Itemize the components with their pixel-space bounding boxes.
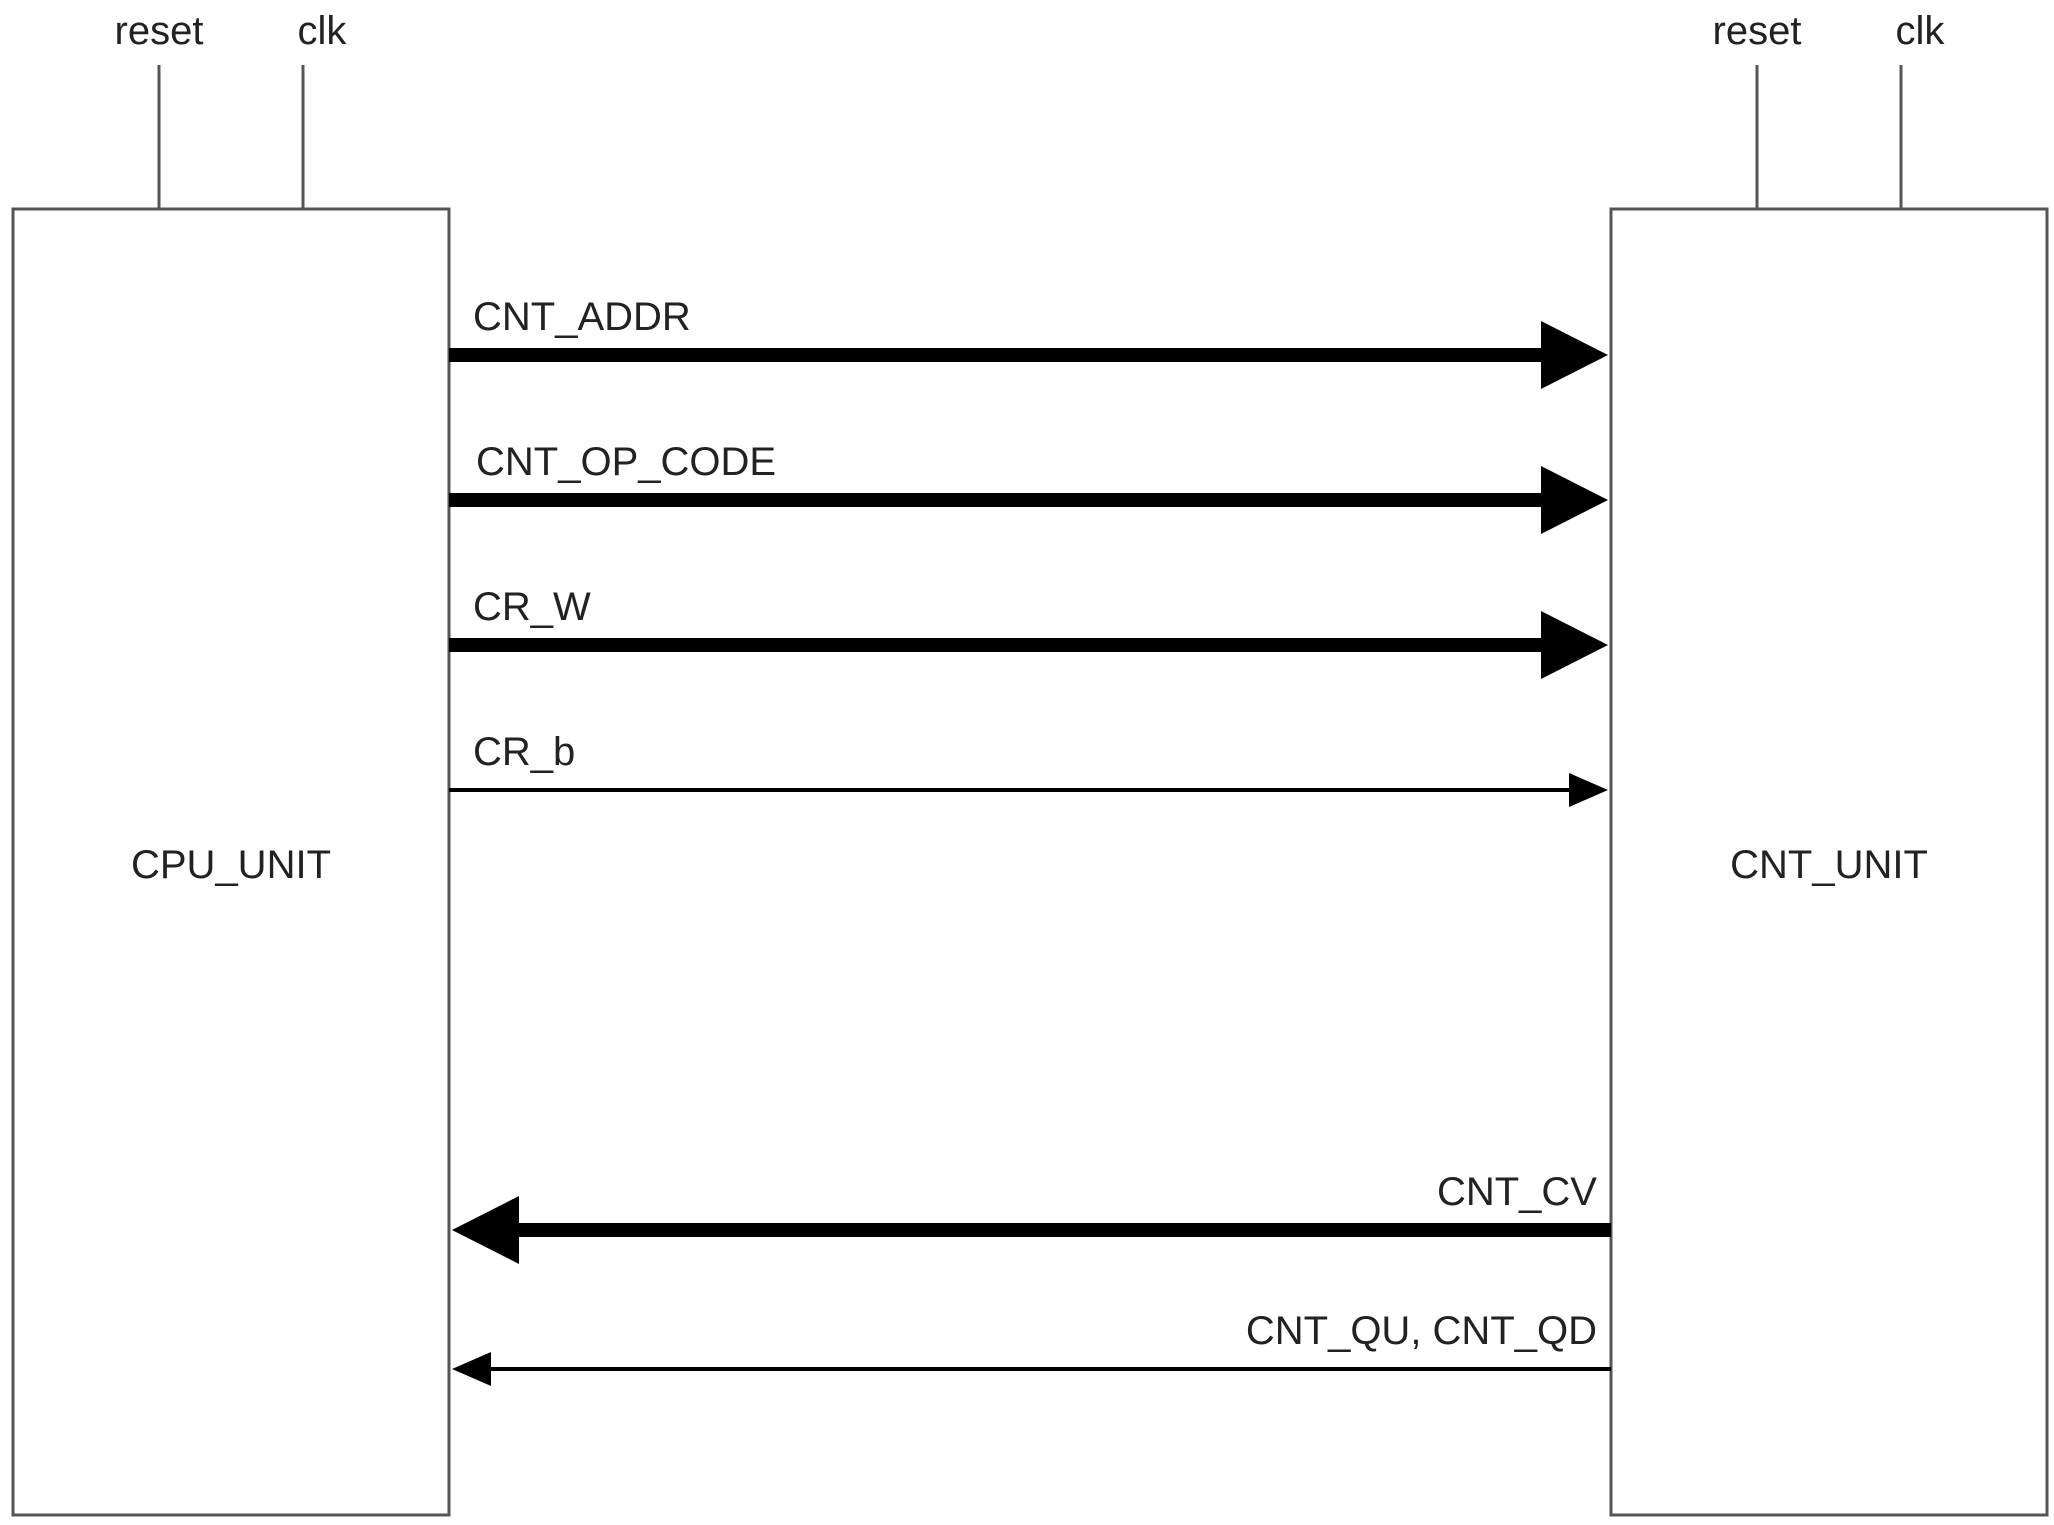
signal-label: CNT_OP_CODE xyxy=(476,440,776,484)
cpu-unit-label: CPU_UNIT xyxy=(131,843,331,887)
cpu-reset-label: reset xyxy=(115,9,204,53)
signal-cnt-qu-qd: CNT_QU, CNT_QD xyxy=(452,1309,1611,1386)
signal-cnt-cv: CNT_CV xyxy=(452,1170,1611,1264)
signal-label: CNT_CV xyxy=(1437,1170,1597,1214)
signal-label: CR_b xyxy=(473,730,575,774)
cpu-unit-block: CPU_UNIT reset clk xyxy=(11,9,451,1517)
signal-cr-w: CR_W xyxy=(449,585,1608,679)
arrowhead-left-icon xyxy=(452,1196,519,1264)
cpu-unit-box xyxy=(11,207,451,1517)
arrowhead-right-icon xyxy=(1569,773,1608,807)
cnt-unit-block: CNT_UNIT reset clk xyxy=(1609,9,2049,1517)
signal-cnt-op-code: CNT_OP_CODE xyxy=(449,440,1608,534)
cpu-clk-label: clk xyxy=(298,9,348,53)
cnt-unit-label: CNT_UNIT xyxy=(1730,843,1928,887)
signal-cr-b: CR_b xyxy=(449,730,1608,807)
arrowhead-right-icon xyxy=(1541,321,1608,389)
signal-label: CNT_QU, CNT_QD xyxy=(1246,1309,1597,1353)
cnt-unit-box xyxy=(1609,207,2049,1517)
arrowhead-right-icon xyxy=(1541,466,1608,534)
signal-label: CNT_ADDR xyxy=(473,295,691,339)
cnt-clk-label: clk xyxy=(1896,9,1946,53)
signal-label: CR_W xyxy=(473,585,591,629)
arrowhead-left-icon xyxy=(452,1352,491,1386)
signal-cnt-addr: CNT_ADDR xyxy=(449,295,1608,389)
arrowhead-right-icon xyxy=(1541,611,1608,679)
cnt-reset-label: reset xyxy=(1713,9,1802,53)
